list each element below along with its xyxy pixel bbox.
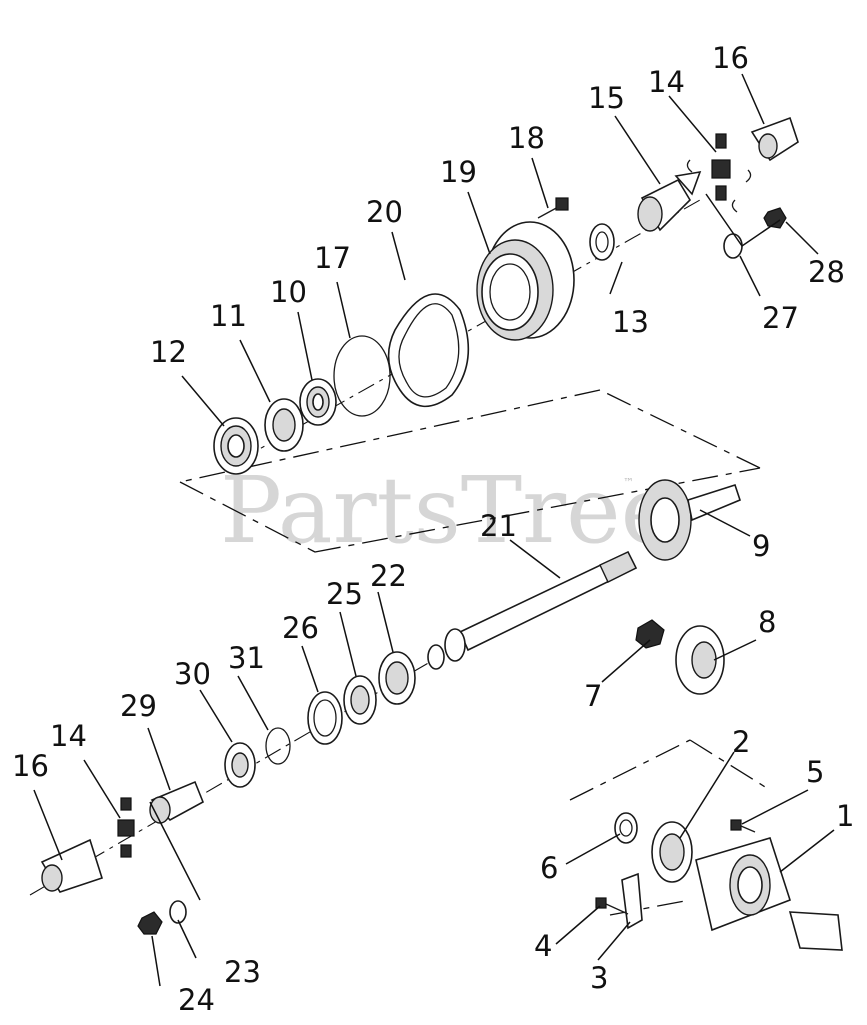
callout-14-lower: 14 — [50, 719, 87, 753]
part-16-yoke-upper[interactable] — [750, 116, 799, 162]
part-16-yoke-lower[interactable] — [40, 838, 103, 893]
callout-28: 28 — [808, 255, 845, 289]
callout-11: 11 — [210, 299, 247, 333]
part-10-bearing[interactable] — [299, 378, 337, 426]
callout-7: 7 — [584, 679, 602, 713]
callout-3: 3 — [590, 961, 608, 995]
part-26-cup[interactable] — [307, 691, 343, 745]
part-21-shaft[interactable] — [427, 550, 638, 670]
part-5-bolt[interactable] — [730, 819, 756, 833]
callout-31: 31 — [228, 641, 265, 675]
callout-12: 12 — [150, 335, 187, 369]
part-30-seal[interactable] — [224, 742, 256, 788]
callout-25: 25 — [326, 577, 363, 611]
callout-15: 15 — [588, 81, 625, 115]
part-22-bearing[interactable] — [378, 651, 416, 705]
callout-10: 10 — [270, 275, 307, 309]
callout-13: 13 — [612, 305, 649, 339]
part-28-nut[interactable] — [763, 207, 787, 229]
part-20-gasket[interactable] — [387, 293, 470, 408]
callout-5: 5 — [806, 755, 824, 789]
part-7-nut[interactable] — [635, 619, 665, 649]
watermark-text: PartsTree — [220, 457, 675, 564]
callout-14-upper: 14 — [648, 65, 685, 99]
callout-24: 24 — [178, 983, 215, 1017]
callout-6: 6 — [540, 851, 558, 885]
part-31-o-ring[interactable] — [265, 727, 291, 765]
callout-1: 1 — [836, 799, 854, 833]
part-15-yoke[interactable] — [637, 170, 702, 232]
part-2-bearing[interactable] — [651, 821, 693, 883]
callout-17: 17 — [314, 241, 351, 275]
callout-8: 8 — [758, 605, 776, 639]
part-27-washer[interactable] — [723, 233, 743, 259]
part-25-ring[interactable] — [343, 675, 377, 725]
callout-18: 18 — [508, 121, 545, 155]
callout-16-upper: 16 — [712, 41, 749, 75]
part-11-ring[interactable] — [264, 398, 304, 452]
part-14-cross-lower[interactable] — [117, 797, 135, 858]
watermark-trademark: ™ — [623, 476, 634, 489]
callout-20: 20 — [366, 195, 403, 229]
callout-23: 23 — [224, 955, 261, 989]
part-3-plate[interactable] — [621, 872, 643, 930]
part-8-gear[interactable] — [675, 625, 725, 695]
callout-22: 22 — [370, 559, 407, 593]
upper-assembly-bracket — [179, 389, 761, 553]
leader-lines — [33, 73, 835, 987]
part-1-housing[interactable] — [695, 837, 843, 951]
callout-9: 9 — [752, 529, 770, 563]
part-14-cross-upper[interactable] — [686, 133, 752, 213]
part-12-bearing[interactable] — [213, 417, 259, 475]
part-18-bolt[interactable] — [537, 197, 569, 219]
part-4-bolt[interactable] — [595, 897, 629, 915]
callout-27: 27 — [762, 301, 799, 335]
callout-21: 21 — [480, 509, 517, 543]
callout-2: 2 — [732, 725, 750, 759]
callout-26: 26 — [282, 611, 319, 645]
part-13-washer[interactable] — [589, 223, 615, 261]
part-29-yoke[interactable] — [149, 780, 205, 824]
callout-16-lower: 16 — [12, 749, 49, 783]
part-24-nut[interactable] — [137, 911, 163, 935]
part-23-washer[interactable] — [169, 900, 187, 924]
part-17-o-ring[interactable] — [333, 335, 391, 417]
callout-29: 29 — [120, 689, 157, 723]
callout-30: 30 — [174, 657, 211, 691]
part-6-washer[interactable] — [614, 812, 638, 844]
part-9-bevel-gear[interactable] — [638, 479, 741, 561]
part-19-housing[interactable] — [476, 221, 575, 341]
callout-19: 19 — [440, 155, 477, 189]
upper-axis-line — [239, 199, 701, 461]
callout-4: 4 — [534, 929, 552, 963]
